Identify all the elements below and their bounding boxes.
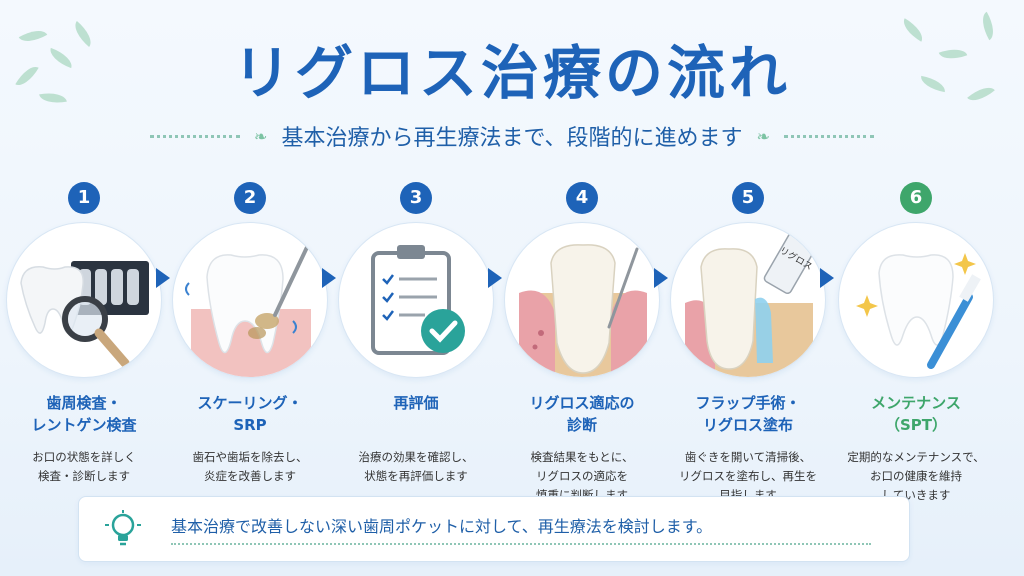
step-6: 6 メンテナンス （SPT） 定期的なメンテナンスで、 お口の健康を維持 してい… — [836, 182, 996, 505]
next-arrow-icon — [322, 268, 336, 288]
step-desc-line: 炎症を改善します — [204, 469, 296, 483]
step-4: 4 リグロス適応の 診断 検査結果をもとに、 リグロスの適応を 慎重に判断します — [502, 182, 662, 505]
step-desc-line: 検査結果をもとに、 — [530, 450, 634, 464]
step-number: 2 — [234, 182, 266, 214]
dotted-line-right — [783, 134, 874, 138]
step-description: 歯石や歯垢を除去し、 炎症を改善します — [170, 448, 330, 486]
step-illustration — [838, 222, 994, 378]
note-box: 基本治療で改善しない深い歯周ポケットに対して、再生療法を検討します。 — [78, 496, 910, 562]
step-title: 歯周検査・ レントゲン検査 — [4, 392, 164, 438]
step-desc-line: リグロスの適応を — [536, 469, 628, 483]
step-title-line: （SPT） — [884, 416, 948, 434]
step-title-line: SRP — [233, 416, 267, 434]
step-number: 4 — [566, 182, 598, 214]
step-desc-line: 状態を再評価します — [364, 469, 468, 483]
step-title-line: リグロス塗布 — [702, 416, 793, 434]
step-title: 再評価 — [336, 392, 496, 438]
step-number: 5 — [732, 182, 764, 214]
step-number: 6 — [900, 182, 932, 214]
tooth-scaler-icon — [185, 241, 311, 377]
step-title-line: 歯周検査・ — [46, 394, 122, 412]
step-number: 3 — [400, 182, 432, 214]
dotted-line-left — [150, 134, 241, 138]
tooth-xray-magnifier-icon — [20, 261, 149, 368]
note-text: 基本治療で改善しない深い歯周ポケットに対して、再生療法を検討します。 — [171, 517, 713, 536]
step-5: 5 リグロス フラップ手術・ リグロス塗布 歯ぐきを開いて清掃後、 リグロスを塗… — [668, 182, 828, 505]
next-arrow-icon — [488, 268, 502, 288]
step-desc-line: お口の状態を詳しく — [32, 450, 136, 464]
step-desc-line: 定期的なメンテナンスで、 — [847, 450, 985, 464]
leaf-icon: ❧ — [756, 126, 770, 146]
next-arrow-icon — [654, 268, 668, 288]
step-desc-line: 歯石や歯垢を除去し、 — [192, 450, 308, 464]
step-number: 1 — [68, 182, 100, 214]
step-title-line: メンテナンス — [871, 394, 961, 412]
tooth-regrowth-tube-icon: リグロス — [685, 231, 817, 377]
step-illustration — [338, 222, 494, 378]
step-title: リグロス適応の 診断 — [502, 392, 662, 438]
step-desc-line: 歯ぐきを開いて清掃後、 — [684, 450, 812, 464]
step-description: 治療の効果を確認し、 状態を再評価します — [336, 448, 496, 486]
step-illustration — [504, 222, 660, 378]
step-title: メンテナンス （SPT） — [836, 392, 996, 438]
step-desc-line: リグロスを塗布し、再生を — [679, 469, 817, 483]
tooth-probe-icon — [519, 244, 647, 377]
step-title-line: レントゲン検査 — [31, 416, 137, 434]
step-3: 3 再評価 治療の効果を確認し、 状態を再評価します — [336, 182, 496, 486]
step-title-line: リグロス適応の — [529, 394, 635, 412]
page-subtitle: 基本治療から再生療法まで、段階的に進めます — [281, 126, 743, 151]
tooth-toothbrush-sparkle-icon — [856, 253, 981, 369]
note-dotted-line — [171, 543, 871, 545]
next-arrow-icon — [820, 268, 834, 288]
step-desc-line: 治療の効果を確認し、 — [358, 450, 474, 464]
step-description: 歯ぐきを開いて清掃後、 リグロスを塗布し、再生を 目指します — [668, 448, 828, 505]
step-description: お口の状態を詳しく 検査・診断します — [4, 448, 164, 486]
step-title-line: フラップ手術・ — [695, 394, 801, 412]
next-arrow-icon — [156, 268, 170, 288]
step-illustration — [6, 222, 162, 378]
step-1: 1 歯周検査・ レントゲン検査 お口の状態を詳しく 検査・診断します — [4, 182, 164, 486]
step-title-line: 再評価 — [393, 394, 439, 412]
page-title: リグロス治療の流れ — [232, 39, 791, 107]
subtitle-row: ❧ 基本治療から再生療法まで、段階的に進めます ❧ — [0, 120, 1024, 152]
step-title: スケーリング・ SRP — [170, 392, 330, 438]
step-desc-line: 検査・診断します — [38, 469, 130, 483]
step-title-line: スケーリング・ — [197, 394, 303, 412]
clipboard-check-icon — [371, 245, 465, 355]
leaf-icon: ❧ — [254, 126, 268, 146]
step-illustration: リグロス — [670, 222, 826, 378]
step-desc-line: お口の健康を維持 — [870, 469, 962, 483]
step-title-line: 診断 — [566, 416, 597, 434]
lightbulb-icon — [105, 510, 141, 546]
step-2: 2 スケーリング・ SRP 歯石や歯垢を除去し、 炎症を改善します — [170, 182, 330, 486]
step-title: フラップ手術・ リグロス塗布 — [668, 392, 828, 438]
step-illustration — [172, 222, 328, 378]
